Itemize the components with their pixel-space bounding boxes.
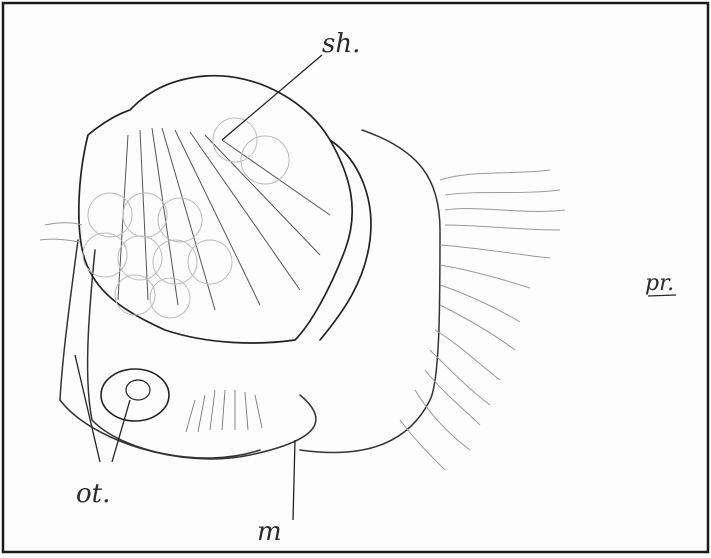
label-otocyst: ot.	[76, 479, 110, 509]
figure-frame	[3, 3, 708, 552]
label-shell: sh.	[322, 29, 360, 59]
label-prototroch: pr.	[645, 271, 674, 296]
label-mantle: m	[257, 517, 282, 547]
